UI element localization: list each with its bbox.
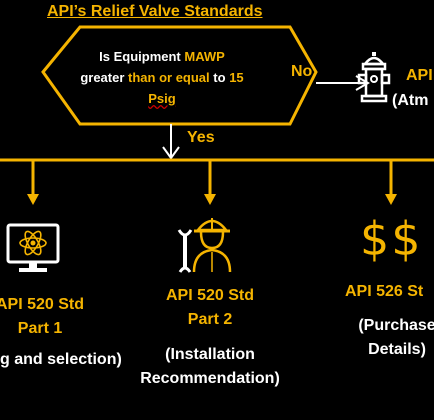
diagram-title: API’s Relief Valve Standards <box>47 3 263 20</box>
col2-desc-line2: Recommendation) <box>140 370 280 387</box>
decision-word-highlight: MAWP <box>184 49 225 64</box>
col1-desc: g and selection) <box>0 351 122 368</box>
no-target-subtitle: (Atm <box>392 92 429 109</box>
col2-title-line2: Part 2 <box>187 311 233 328</box>
col3-desc-line2: Details) <box>368 341 426 358</box>
no-label: No <box>291 63 313 80</box>
no-target-title: API <box>406 67 433 84</box>
col2-desc: (Installation Recommendation) <box>120 343 300 391</box>
drop-arrow-1 <box>27 160 39 205</box>
col3-desc-line1: (Purchase <box>358 317 434 334</box>
decision-word: Is Equipment <box>99 49 181 64</box>
col2-desc-line1: (Installation <box>165 346 255 363</box>
col1-title-line2: Part 1 <box>17 320 63 337</box>
yes-label: Yes <box>187 129 215 146</box>
yes-arrowhead <box>162 146 180 160</box>
drop-arrow-3 <box>385 160 397 205</box>
dollar-icon: $$ <box>360 212 423 266</box>
fire-hydrant-icon <box>357 52 391 103</box>
decision-text: Is Equipment MAWP greater than or equal … <box>52 46 272 109</box>
col3-desc: (Purchase Details) <box>347 314 434 362</box>
col1-title: API 520 Std Part 1 <box>0 293 100 341</box>
decision-shape <box>41 25 318 126</box>
col1-title-line1: API 520 Std <box>0 296 85 313</box>
col2-title: API 520 Std Part 2 <box>150 284 270 332</box>
decision-word-highlight: Psig <box>148 91 176 106</box>
drop-arrow-2 <box>204 160 216 205</box>
computer-atom-icon <box>6 223 60 272</box>
col2-title-line1: API 520 Std <box>165 287 255 304</box>
decision-word: to <box>213 70 226 85</box>
decision-word: greater <box>80 70 125 85</box>
engineer-icon <box>177 218 232 273</box>
decision-word-highlight: than or equal <box>128 70 210 85</box>
col3-title: API 526 St <box>345 283 424 300</box>
decision-word-highlight: 15 <box>229 70 244 85</box>
